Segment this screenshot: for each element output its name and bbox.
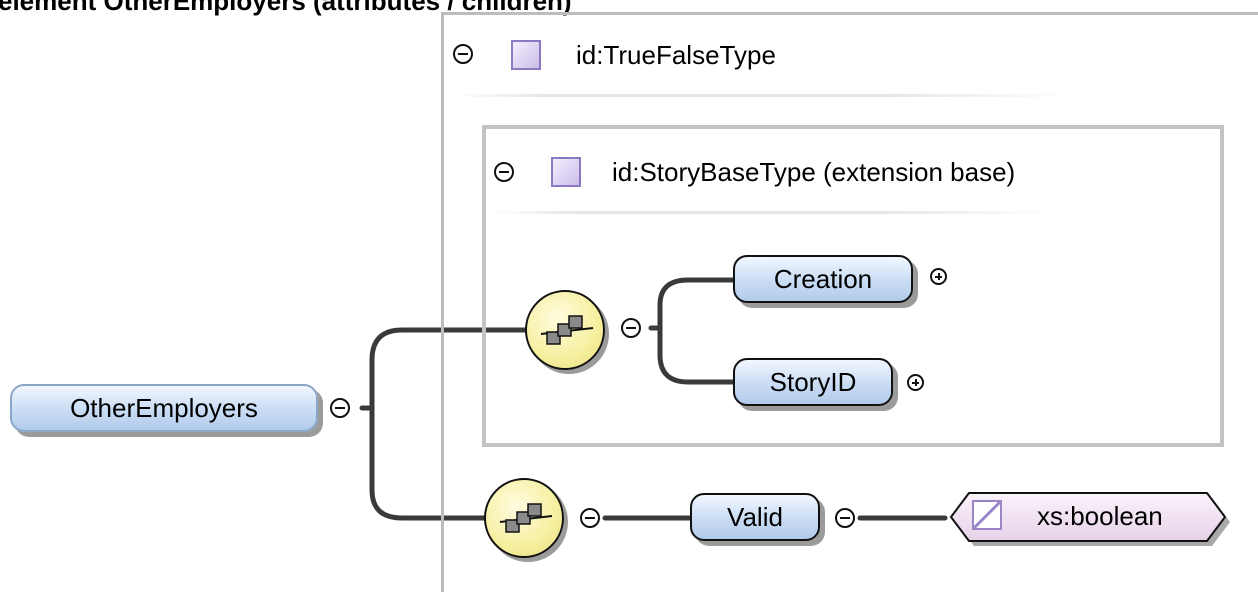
complex-type-icon [551, 157, 581, 187]
sequence-collapse-icon[interactable] [580, 508, 600, 528]
child-element-storyid[interactable]: StoryID [733, 358, 893, 406]
inner-type-box [482, 125, 1224, 447]
expand-icon[interactable] [907, 374, 924, 391]
child-element-label: StoryID [769, 366, 857, 397]
diagram-title: element OtherEmployers (attributes / chi… [0, 0, 572, 16]
inner-type-separator [492, 211, 1052, 214]
sequence-compositor-icon[interactable] [525, 290, 605, 370]
sequence-collapse-icon[interactable] [621, 318, 641, 338]
sequence-compositor-icon[interactable] [484, 478, 564, 558]
valid-element-label: Valid [727, 501, 783, 532]
expand-icon[interactable] [930, 268, 947, 285]
simple-type-node[interactable]: xs:boolean [943, 487, 1243, 547]
outer-type-separator [452, 94, 1072, 97]
root-collapse-icon[interactable] [330, 398, 350, 418]
complex-type-icon [511, 40, 541, 70]
valid-element-node[interactable]: Valid [690, 493, 820, 541]
valid-collapse-icon[interactable] [835, 508, 855, 528]
root-element-label: OtherEmployers [70, 392, 258, 423]
simple-type-label: xs:boolean [1037, 501, 1163, 531]
inner-type-collapse-icon[interactable] [494, 162, 514, 182]
outer-type-box [441, 12, 1258, 592]
child-element-label: Creation [773, 263, 873, 294]
root-element-node[interactable]: OtherEmployers [10, 384, 318, 432]
outer-type-label: id:TrueFalseType [576, 40, 776, 70]
outer-type-collapse-icon[interactable] [453, 44, 473, 64]
child-element-creation[interactable]: Creation [733, 255, 913, 303]
inner-type-label: id:StoryBaseType (extension base) [612, 157, 1016, 187]
